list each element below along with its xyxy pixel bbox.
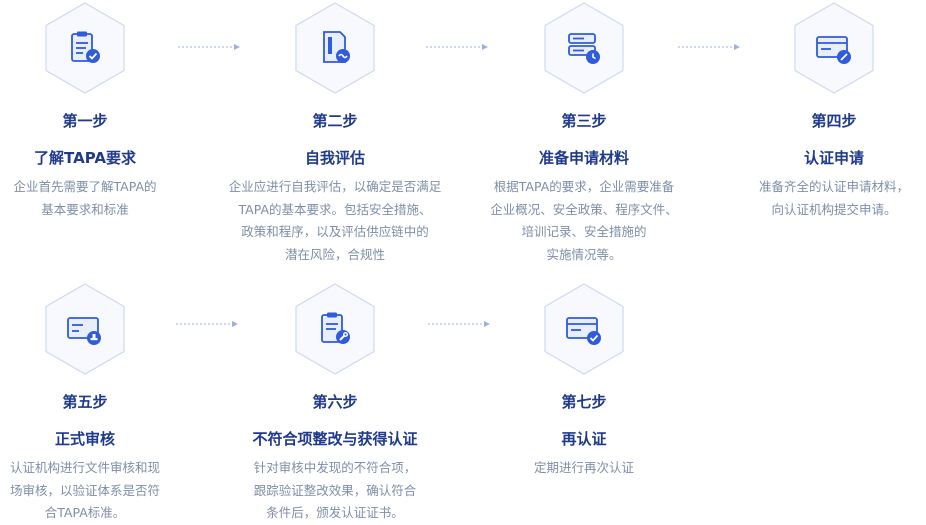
document-assess-icon <box>323 31 350 63</box>
hexagon-badge <box>794 2 874 94</box>
arrow-connector <box>428 321 490 327</box>
step-title: 第五步 <box>62 393 108 411</box>
step-description: 根据TAPA的要求，企业需要准备企业概况、安全政策、程序文件、培训记录、安全措施… <box>490 179 678 262</box>
server-stack-icon <box>568 33 600 64</box>
card-check-icon <box>566 317 601 345</box>
step-title: 第七步 <box>561 393 607 411</box>
step-5: 第五步 正式审核 认证机构进行文件审核和现场审核，以验证体系是否符合TAPA标准… <box>0 283 210 525</box>
step-title: 第二步 <box>312 112 358 130</box>
step-1: 第一步 了解TAPA要求 企业首先需要了解TAPA的基本要求和标准 <box>0 2 210 221</box>
step-description: 准备齐全的认证申请材料，向认证机构提交申请。 <box>758 179 909 217</box>
step-description: 针对审核中发现的不符合项，跟踪验证整改效果，确认符合条件后，颁发认证证书。 <box>253 460 417 520</box>
step-6: 第六步 不符合项整改与获得认证 针对审核中发现的不符合项，跟踪验证整改效果，确认… <box>210 283 460 525</box>
arrow-connector <box>178 44 240 50</box>
hexagon-badge <box>45 283 125 375</box>
step-description: 企业首先需要了解TAPA的基本要求和标准 <box>13 179 157 217</box>
step-description: 认证机构进行文件审核和现场审核，以验证体系是否符合TAPA标准。 <box>9 460 160 520</box>
step-4: 第四步 认证申请 准备齐全的认证申请材料，向认证机构提交申请。 <box>709 2 926 221</box>
arrow-connector <box>176 321 238 327</box>
arrow-connector <box>426 44 488 50</box>
step-description: 定期进行再次认证 <box>533 460 634 475</box>
hexagon-badge <box>45 2 125 94</box>
hexagon-badge <box>295 283 375 375</box>
step-title: 第四步 <box>811 112 857 130</box>
step-subtitle: 了解TAPA要求 <box>34 149 136 167</box>
hexagon-badge <box>295 2 375 94</box>
step-subtitle: 准备申请材料 <box>538 149 629 167</box>
step-7: 第七步 再认证 定期进行再次认证 <box>459 283 709 480</box>
step-title: 第六步 <box>312 393 358 411</box>
step-subtitle: 认证申请 <box>803 149 864 167</box>
clipboard-check-icon <box>71 31 100 63</box>
card-edit-icon <box>816 36 851 64</box>
clipboard-wrench-icon <box>321 312 350 344</box>
id-card-stamp-icon <box>67 317 101 345</box>
hexagon-badge <box>544 283 624 375</box>
step-subtitle: 再认证 <box>561 430 607 448</box>
step-subtitle: 不符合项整改与获得认证 <box>252 430 418 448</box>
step-subtitle: 正式审核 <box>54 430 115 448</box>
step-title: 第一步 <box>62 112 108 130</box>
step-title: 第三步 <box>561 112 607 130</box>
step-subtitle: 自我评估 <box>304 149 365 167</box>
step-3: 第三步 准备申请材料 根据TAPA的要求，企业需要准备企业概况、安全政策、程序文… <box>459 2 709 266</box>
arrow-connector <box>678 44 740 50</box>
hexagon-badge <box>544 2 624 94</box>
